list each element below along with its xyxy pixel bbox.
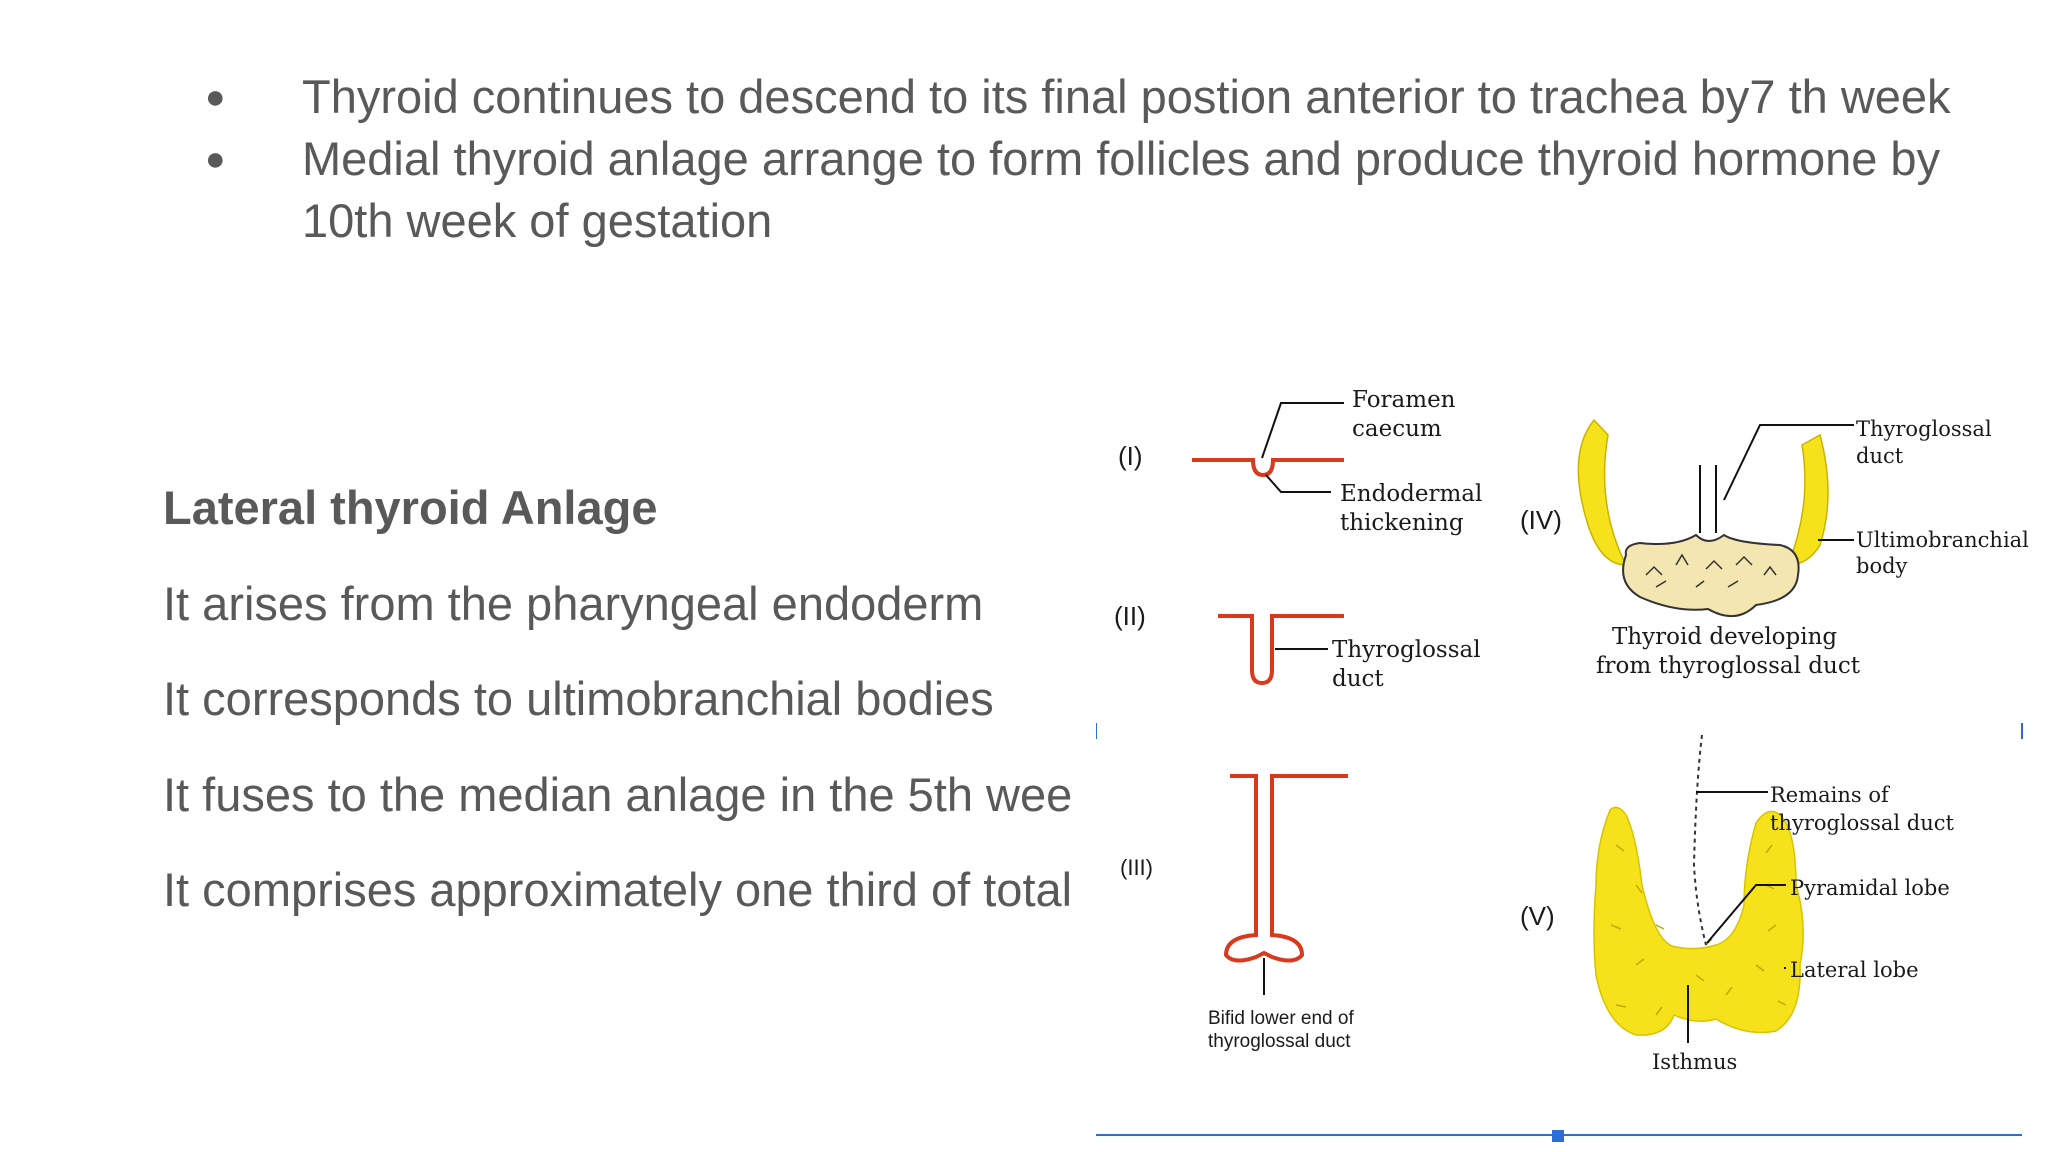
selection-handle[interactable] [1552,1130,1564,1142]
foramen-caecum-leader [1261,402,1344,459]
body-line: It fuses to the median anlage in the 5th… [163,768,1073,821]
follicle-marks [1645,553,1777,588]
body-line: It arises from the pharyngeal endoderm [163,577,984,630]
label-caecum: caecum [1352,416,1442,442]
thyroid-development-figure[interactable]: (I) Foramen caecum Endodermal thickening… [1096,325,2030,1145]
label-remains-duct: thyroglossal duct [1770,811,1955,835]
endodermal-leader [1265,474,1331,493]
thyroglossal-remnant-dashed [1692,734,1707,946]
label-thyroid-developing: Thyroid developing [1612,624,1837,650]
label-isthmus: Isthmus [1652,1050,1737,1074]
thyroglossal-duct-shape-3 [1223,774,1348,963]
endodermal-thickening-shape [1192,458,1344,478]
label-endodermal: Endodermal [1340,481,1482,507]
label-thyroglossal-2: Thyroglossal [1332,637,1481,663]
duct-stem-4 [1699,465,1717,533]
ultimobranchial-body-right [1786,433,1829,566]
label-body: body [1856,554,1908,578]
label-thickening: thickening [1340,510,1464,536]
stage-label-3: (III) [1120,855,1153,880]
stage-label-1: (I) [1118,441,1143,471]
label-pyramidal-lobe: Pyramidal lobe [1790,876,1950,900]
label-duct-4: duct [1856,444,1904,468]
label-thyroglossal-4: Thyroglossal [1856,417,1992,441]
stage-label-4: (IV) [1520,505,1562,535]
thyroid-gland-shape [1593,806,1804,1036]
stage-label-5: (V) [1520,901,1555,931]
label-from-duct: from thyroglossal duct [1596,653,1861,679]
ultimobranchial-body-left [1577,418,1628,566]
lobule-marks [1610,844,1787,1016]
bullet-marker: ● [205,140,226,178]
thyroglossal-leader-4 [1723,424,1854,501]
label-remains: Remains of [1770,783,1891,807]
bullet-marker: ● [205,78,226,116]
body-line: It corresponds to ultimobranchial bodies [163,672,994,725]
thyroid-diagram: (I) Foramen caecum Endodermal thickening… [1096,387,2029,1142]
label-foramen: Foramen [1352,387,1456,413]
stage-label-2: (II) [1114,601,1146,631]
label-ultimobranchial: Ultimobranchial [1856,528,2029,552]
label-bifid-duct: thyroglossal duct [1208,1031,1351,1052]
label-bifid: Bifid lower end of [1208,1008,1354,1029]
body-line: It comprises approximately one third of … [163,863,1073,916]
section-heading: Lateral thyroid Anlage [163,481,658,534]
bullet-text: Medial thyroid anlage arrange to form fo… [302,132,1941,185]
pyramidal-leader [1706,884,1786,944]
developing-thyroid-mass [1622,533,1800,617]
label-lateral-lobe: Lateral lobe [1790,958,1919,982]
thyroglossal-duct-shape-2 [1218,614,1344,686]
bullet-text: Thyroid continues to descend to its fina… [302,70,1951,123]
bullet-text: 10th week of gestation [302,194,773,247]
label-duct-2: duct [1332,666,1384,692]
